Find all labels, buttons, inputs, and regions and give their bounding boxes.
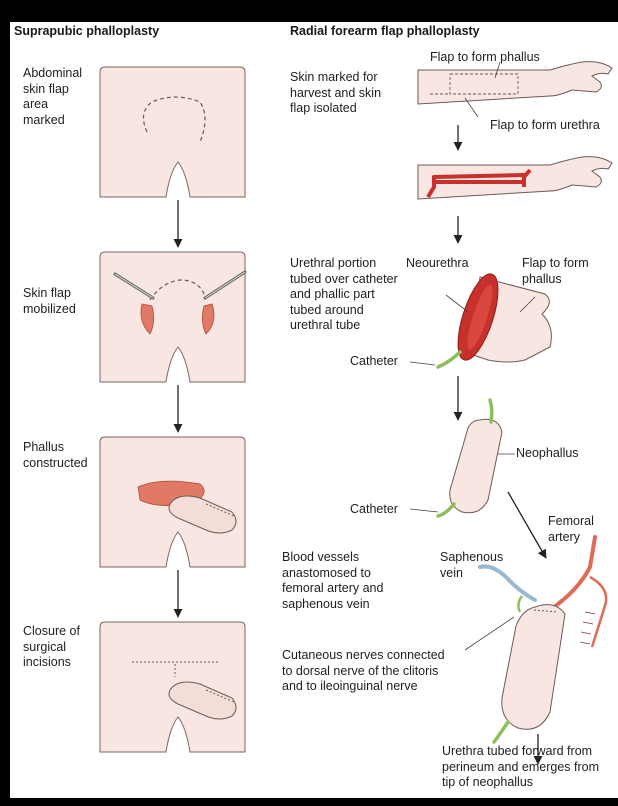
label-flap-to-form-urethra: Flap to form urethra [490, 118, 600, 134]
torso-panel-marked [100, 67, 245, 197]
label-catheter-2: Catheter [350, 502, 398, 518]
right-step-1-caption: Skin marked for harvest and skin flap is… [290, 70, 381, 117]
label-neophallus: Neophallus [516, 446, 579, 462]
left-step-4-caption: Closure of surgical incisions [23, 624, 80, 671]
right-step-6-caption: Cutaneous nerves connected to dorsal ner… [282, 648, 445, 695]
right-step-5-caption: Blood vessels anastomosed to femoral art… [282, 550, 383, 612]
label-flap-to-form-phallus-2: Flap to form phallus [522, 256, 589, 287]
arrow-right-4 [508, 492, 546, 558]
label-flap-to-form-phallus: Flap to form phallus [430, 50, 540, 66]
label-neourethra: Neourethra [406, 256, 469, 272]
neophallus [410, 400, 515, 516]
left-step-1-caption: Abdominal skin flap area marked [23, 66, 82, 128]
torso-panel-closure [100, 622, 245, 752]
left-column-header: Suprapubic phalloplasty [14, 24, 159, 40]
right-step-7-caption: Urethra tubed forward from perineum and … [442, 744, 599, 791]
label-catheter-1: Catheter [350, 354, 398, 370]
left-step-2-caption: Skin flap mobilized [23, 286, 76, 317]
label-saphenous-vein: Saphenous vein [440, 550, 503, 581]
figure-panel: Suprapubic phalloplasty Radial forearm f… [10, 22, 618, 798]
right-step-3-caption: Urethral portion tubed over catheter and… [290, 256, 398, 334]
forearm-marked [418, 62, 612, 117]
right-column-header: Radial forearm flap phalloplasty [290, 24, 480, 40]
torso-panel-phallus [100, 437, 245, 567]
forearm-incised [418, 157, 612, 199]
label-femoral-artery: Femoral artery [548, 514, 594, 545]
left-step-3-caption: Phallus constructed [23, 440, 88, 471]
torso-panel-mobilized [100, 252, 245, 382]
